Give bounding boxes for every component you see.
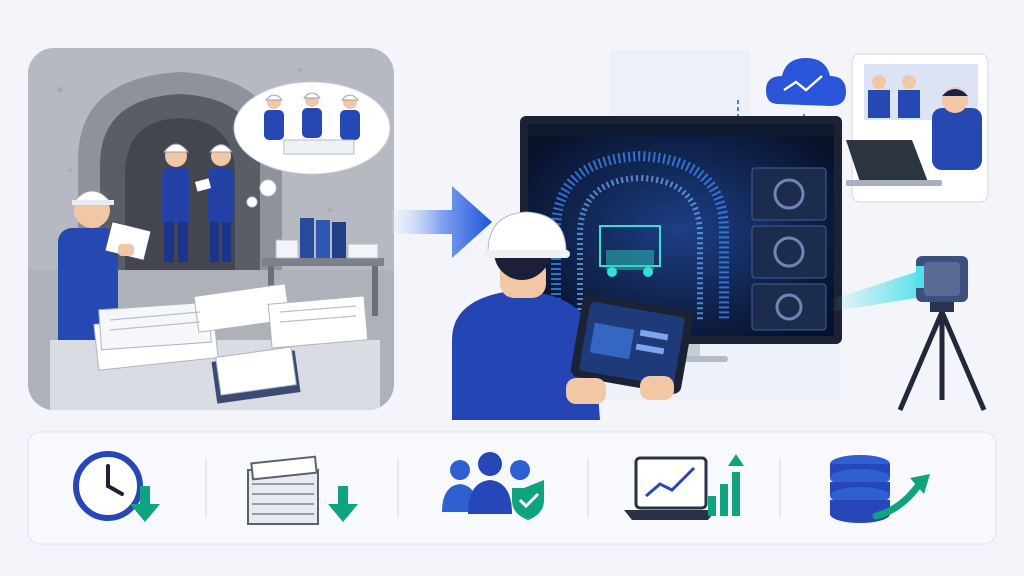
point-cloud-tunnel [551,150,729,320]
video-call-panel [846,53,989,203]
clock-down-icon [73,451,160,522]
benefit-dividers [205,458,781,518]
traditional-inspection-scene [28,48,394,410]
laptop-growth-icon [624,454,744,520]
digital-inspector [452,211,694,420]
camera-thumbnails [751,167,827,331]
transition-arrow [392,186,492,258]
tablet [570,294,694,394]
paper-stacks [50,283,380,410]
team-shield-icon [442,452,544,520]
worker-pair [162,143,234,262]
documents-down-icon [247,455,358,525]
thought-bubble [233,81,391,208]
laser-scanner [830,256,987,411]
inspection-monitor [520,116,842,362]
database-up-icon [830,455,930,523]
